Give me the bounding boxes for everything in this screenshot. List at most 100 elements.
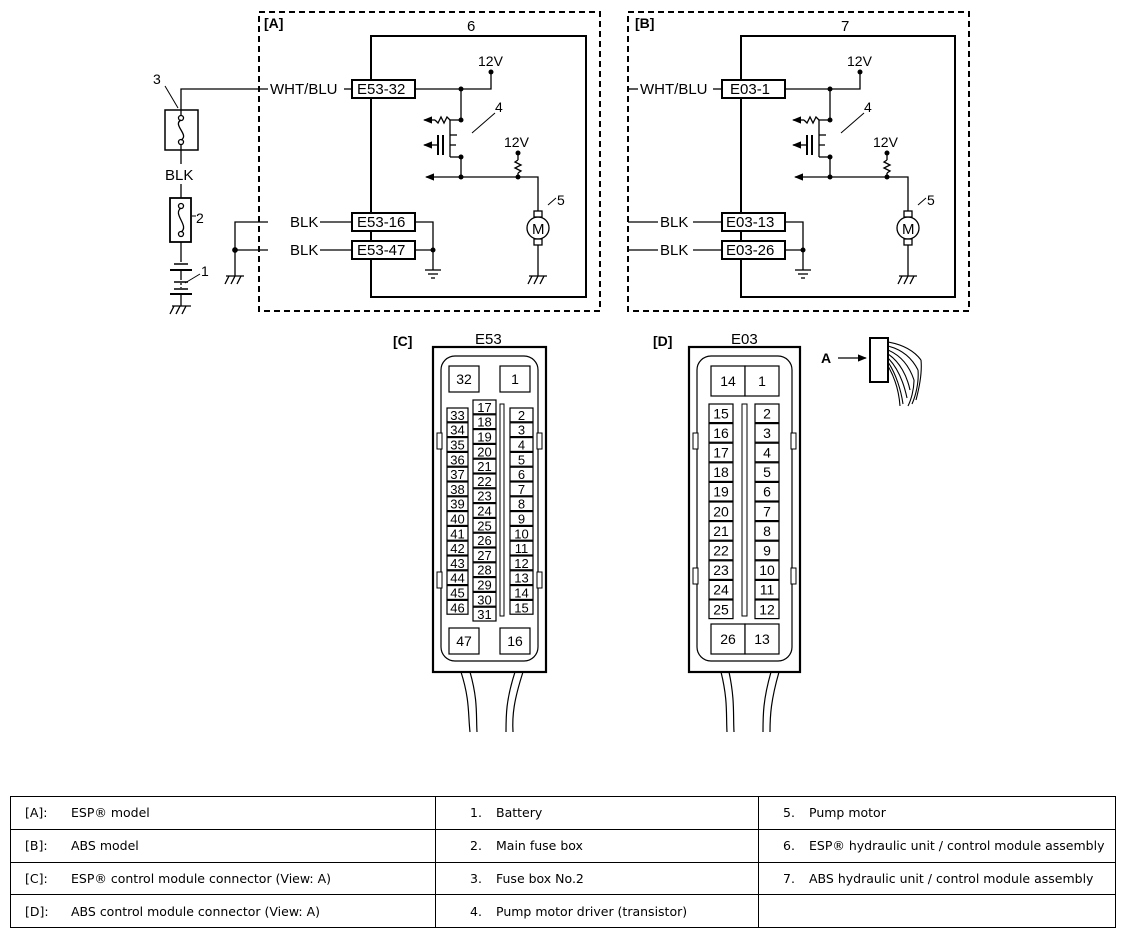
e53-pin-box [472,473,497,489]
terminal-e03-26: E03-26 [726,242,774,259]
voltage-12v-b2: 12V [873,134,899,150]
e03-pin-box [754,481,780,502]
battery-symbol [169,263,192,315]
e53-pin-box [509,451,534,467]
e53-pin-box [472,399,497,415]
e53-pin-box [509,555,534,571]
e53-pin: 40 [450,512,464,527]
e53-pin: 46 [450,600,464,615]
legend-key: [C]: [25,870,48,886]
e03-pin-box [710,365,746,397]
wire-label-blk-b2: BLK [660,242,688,259]
voltage-12v-a1: 12V [478,53,504,69]
view-a-icon: A [821,337,922,407]
e03-pin-box [708,423,734,443]
legend-text: ESP® hydraulic unit / control module ass… [809,838,1105,854]
e53-pin-box [509,511,534,527]
e53-pin: 32 [456,371,472,387]
e53-pin: 23 [477,489,491,504]
e03-pin-box [754,442,780,463]
e53-pin-box [509,525,534,541]
callout-3: 3 [153,71,161,87]
legend-cell: 2. Main fuse box [435,828,759,863]
legend-cell: [C]:ESP® control module connector (View:… [10,861,436,896]
e53-pin: 11 [515,541,529,556]
callout-4-a: 4 [495,99,503,115]
e03-pin-box [754,423,780,443]
legend-text: Pump motor driver (transistor) [496,903,688,919]
legend-cell: 1.Battery [435,796,759,830]
e03-pin: 26 [720,631,736,647]
e53-pin: 17 [477,400,491,415]
e53-pin-box [472,606,497,622]
e53-pin: 39 [450,497,464,512]
legend-key: [A]: [25,805,48,821]
e53-pin-box [509,570,534,586]
e53-pin-box [509,407,534,423]
e53-pin-box [472,488,497,504]
callout-4-b: 4 [864,99,872,115]
legend-row: [A]:ESP® model 1.Battery 5.Pump motor [10,796,1116,830]
e03-pin-box [708,599,734,620]
e53-pin-box [472,503,497,519]
e53-pin: 44 [450,571,464,586]
e53-pin: 30 [477,592,491,607]
connector-e53-label: E53 [475,331,502,348]
motor-symbol-b: M [902,221,915,238]
e53-pin-box [446,407,469,423]
e53-pin-box [509,422,534,438]
e03-pin: 23 [713,562,729,578]
callout-5-b: 5 [927,192,935,208]
e03-pin-box [754,579,780,600]
terminal-e53-32: E53-32 [357,81,405,98]
e53-pin: 8 [518,497,525,512]
legend-row: [C]:ESP® control module connector (View:… [10,861,1116,896]
e53-pin: 4 [518,438,525,453]
e53-pin-box [446,451,469,467]
e53-pin-box [446,496,469,512]
e53-pin-box [509,466,534,482]
wire-label-blk-b1: BLK [660,214,688,231]
e03-pin: 17 [713,445,729,461]
e53-pin-box [446,570,469,586]
legend-text: Battery [496,805,543,821]
legend-text: Main fuse box [496,838,583,854]
e53-pin: 38 [450,482,464,497]
e03-pin-box [708,560,734,580]
e53-pin: 33 [450,408,464,423]
e53-pin: 6 [518,467,525,482]
panel-a-tag: [A] [264,15,283,31]
e53-pin-box [509,481,534,497]
e53-pin: 29 [477,578,491,593]
legend-cell: 4.Pump motor driver (transistor) [435,894,759,928]
e53-pin-box [446,584,469,600]
e03-pin: 11 [760,582,775,598]
e53-pin: 1 [511,371,519,387]
legend-cell: 3.Fuse box No.2 [435,861,759,896]
e53-pin: 31 [477,607,491,622]
e03-pin-box [744,623,780,655]
legend-key: 3. [470,870,482,886]
legend-key: 2. [470,838,482,854]
legend-cell: [B]:ABS model [10,828,436,863]
e03-pin-box [754,462,780,482]
motor-symbol-a: M [532,221,545,238]
e53-pin: 19 [477,430,491,445]
legend-row: [B]:ABS model 2.Main fuse box 6.ESP® hyd… [10,828,1116,863]
e53-pin: 5 [518,452,525,467]
e03-pin: 18 [713,464,729,480]
unit-7-label: 7 [841,18,849,35]
e53-pin-box [472,532,497,548]
e03-pin: 3 [763,425,771,441]
callout-5-a: 5 [557,192,565,208]
e03-pin: 24 [713,582,729,598]
e53-pin: 25 [477,518,491,533]
e53-pin-box [446,481,469,497]
panel-d-tag: [D] [653,333,672,349]
wire-label-wht-blu-a: WHT/BLU [270,81,338,98]
e53-pin: 14 [514,586,528,601]
legend-key: [B]: [25,838,48,854]
e53-pin: 15 [514,600,528,615]
